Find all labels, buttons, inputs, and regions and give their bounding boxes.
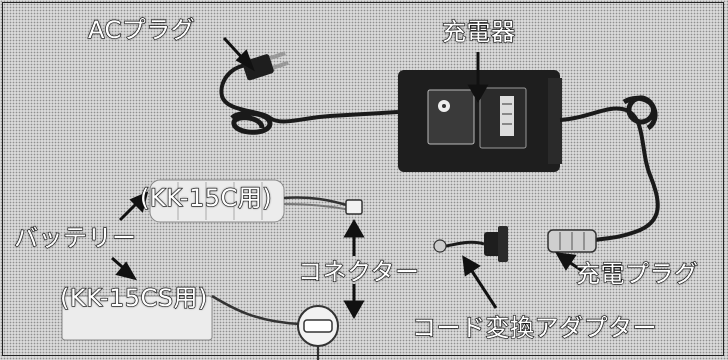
battery-15cs-wire bbox=[211, 294, 301, 326]
charger-body bbox=[398, 70, 562, 172]
charger-label: 充電器 bbox=[441, 18, 516, 46]
connector-label: コネクター bbox=[297, 258, 420, 286]
battery-15cs bbox=[61, 295, 213, 341]
charge-plug bbox=[547, 229, 597, 253]
connector-top bbox=[345, 199, 363, 215]
ac-plug-label: ACプラグ bbox=[87, 16, 196, 44]
adapter-arrow bbox=[468, 267, 498, 309]
battery-15cs-label: (KK-15CS用) bbox=[59, 284, 208, 312]
ac-cord-coil bbox=[230, 110, 273, 135]
adapter-label: コード変換アダプター bbox=[411, 314, 657, 342]
charger-cord-coil bbox=[622, 95, 658, 131]
charger-cord bbox=[559, 106, 660, 242]
battery-15c-label: (KK-15C用) bbox=[139, 184, 273, 212]
charge-plug-label: 充電プラグ bbox=[575, 260, 699, 288]
battery-15c-wire bbox=[283, 196, 351, 208]
adapter bbox=[433, 226, 508, 262]
battery-15c bbox=[149, 179, 285, 223]
leader-arrows bbox=[111, 36, 585, 320]
battery-label: バッテリー bbox=[13, 224, 137, 252]
